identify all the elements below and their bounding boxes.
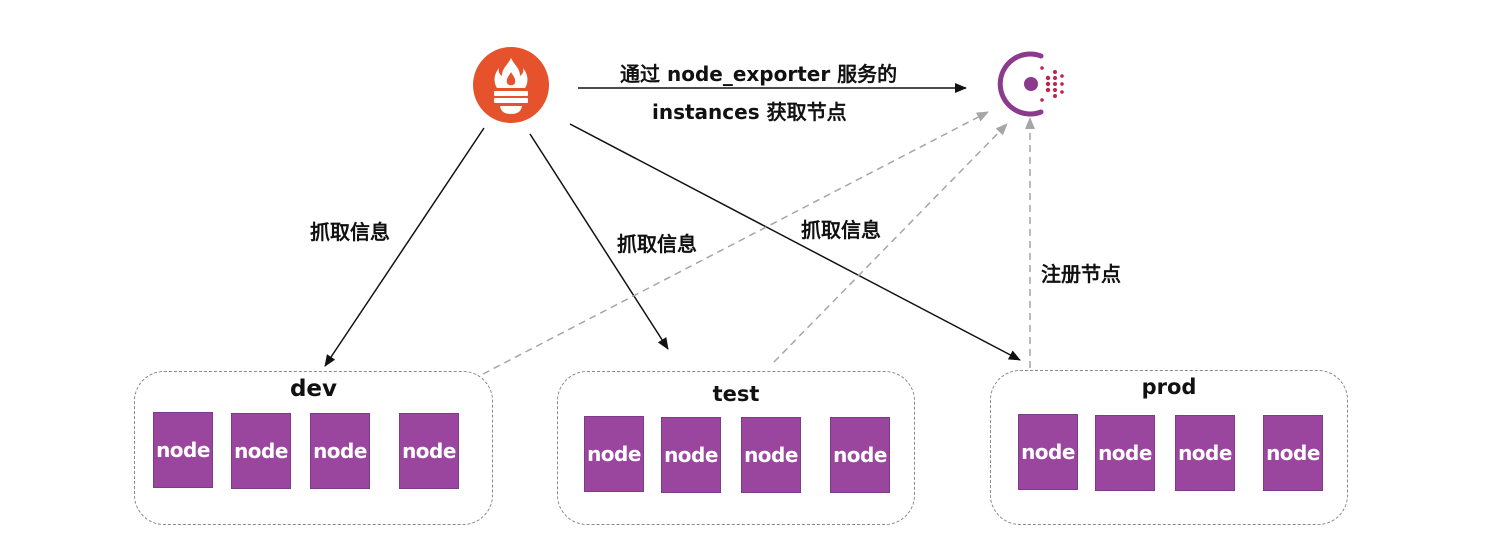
group-title-dev: dev [289, 376, 338, 402]
group-title-test: test [712, 382, 760, 406]
scrape-arrow-dev [324, 127, 485, 367]
scrape-label-test: 抓取信息 [617, 232, 697, 256]
node-box: node [1018, 414, 1078, 490]
node-box: node [231, 413, 291, 489]
node-box: node [830, 417, 890, 493]
discover-label-line2: instances 获取节点 [652, 100, 847, 124]
node-box: node [741, 417, 801, 493]
node-box: node [310, 413, 370, 489]
group-prod: prod node node node node [990, 370, 1348, 525]
discover-label-line1: 通过 node_exporter 服务的 [620, 62, 898, 86]
node-box: node [1175, 415, 1235, 491]
node-box: node [661, 417, 721, 493]
group-test: test node node node node [557, 371, 915, 525]
scrape-label-dev: 抓取信息 [310, 220, 390, 244]
register-arrow-dev [482, 111, 989, 375]
scrape-arrow-test [529, 133, 669, 350]
group-title-prod: prod [1141, 375, 1197, 399]
node-box: node [153, 412, 213, 488]
node-box: node [399, 413, 459, 489]
scrape-arrow-prod [569, 123, 1021, 361]
register-label: 注册节点 [1041, 262, 1121, 286]
consul-logo-icon [997, 51, 1064, 117]
group-dev: dev node node node node [134, 371, 493, 525]
prometheus-torch-icon [473, 47, 549, 123]
node-box: node [1263, 415, 1323, 491]
scrape-label-prod: 抓取信息 [801, 218, 881, 242]
register-arrow-test [773, 123, 1008, 363]
node-box: node [584, 416, 644, 492]
node-box: node [1095, 415, 1155, 491]
